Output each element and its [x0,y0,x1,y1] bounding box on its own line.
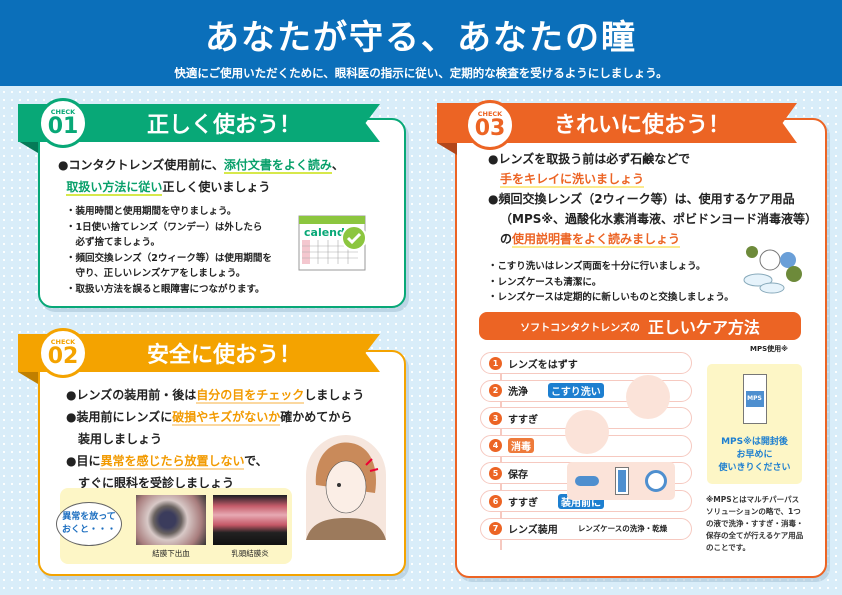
care-method-header: ソフトコンタクトレンズの正しいケア方法 [479,312,801,340]
page-title: あなたが守る、あなたの瞳 [205,18,637,58]
step-number: 6 [489,494,502,508]
step-number: 1 [489,356,502,370]
lens-case-icon [575,476,600,486]
photo-papillary-conjunctivitis [213,495,287,545]
bottle-icon [614,467,629,495]
step-label: レンズ装用 [508,525,558,537]
care-step: 7 レンズ装用 レンズケースの洗浄・乾燥 [480,517,692,540]
disinfect-store-icons [567,462,675,500]
step-number: 2 [489,384,502,398]
step-number: 7 [489,522,502,536]
step-extra: レンズケースの洗浄・乾燥 [577,524,668,534]
photo-subconjunctival-hemorrhage [136,495,206,545]
step-number: 4 [489,439,502,453]
mps-footnote: ※MPSとはマルチパーパスソリューションの略で、1つの液で洗浄・すすぎ・消毒・保… [706,495,804,552]
ribbon-fold [437,143,457,155]
clock-icon [644,470,667,492]
check03-bullets: ・こすり洗いはレンズ両面を十分に行いましょう。・レンズケースも清潔に。・レンズケ… [488,261,734,303]
rinsing-icon [565,410,609,454]
step-tag: こすり洗い [548,383,604,399]
lens-case-germs-illustration [738,240,808,295]
step-label: すすぎ [508,497,538,509]
calendar-check-icon: calendar [298,210,368,272]
photo2-caption: 乳頭結膜炎 [231,549,269,558]
mps-note: MPS使用※ [750,345,788,353]
mps-bottle-icon: MPS [742,374,767,424]
check01-bullets: ・装用時間と使用期間を守りましょう。・1日使い捨てレンズ（ワンデー）は外したら … [66,206,272,295]
care-step: 1 レンズをはずす [480,352,692,374]
check01-card [38,118,406,308]
ribbon-fold [18,141,38,153]
woman-eye-discomfort-illustration [306,435,386,540]
step-label: 保存 [508,469,528,481]
check03-main-text: ●レンズを取扱う前は必ず石鹸などで 手をキレイに洗いましょう ●頻回交換レンズ（… [488,152,818,248]
step-label: すすぎ [508,414,538,426]
step-number: 3 [489,411,502,425]
mps-box: MPS MPS※は開封後お早めに使いきりください [707,364,802,484]
step-number: 5 [489,466,502,480]
hand-rubbing-icon [626,375,670,419]
step-label: レンズをはずす [508,359,578,371]
speech-bubble: 異常を放って おくと・・・ [56,502,122,546]
photo1-caption: 結膜下出血 [152,549,190,558]
step-label: 洗浄 [508,387,528,399]
step-label: 消毒 [508,438,534,454]
symptoms-panel: 異常を放って おくと・・・ 結膜下出血 乳頭結膜炎 [56,488,292,564]
page-subtitle: 快適にご使用いただくために、眼科医の指示に従い、定期的な検査を受けるようにしまし… [174,66,668,80]
check01-main-text: ●コンタクトレンズ使用前に、添付文書をよく読み、 取扱い方法に従い正しく使いまし… [58,158,344,196]
ribbon-fold [18,372,38,384]
check02-main-text: ●レンズの装用前・後は自分の目をチェックしましょう ●装用前にレンズに破損やキズ… [66,388,365,490]
header-banner: あなたが守る、あなたの瞳 快適にご使用いただくために、眼科医の指示に従い、定期的… [0,0,842,86]
